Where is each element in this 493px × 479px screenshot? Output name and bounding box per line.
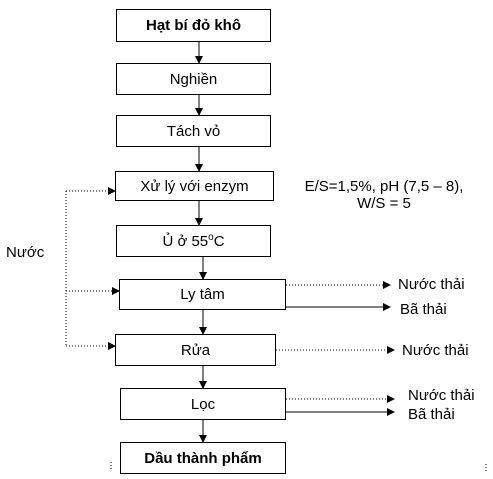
step-xu-ly-enzym: Xử lý với enzym	[115, 171, 274, 201]
condition-line-1: E/S=1,5%, pH (7,5 – 8),	[304, 178, 464, 195]
lytam-residue-output-label: Bã thải	[400, 301, 447, 318]
step-label: Lọc	[190, 395, 216, 413]
step-label: Ly tâm	[180, 286, 225, 303]
lytam-water-output-label: Nước thải	[398, 276, 465, 293]
step-label: Dầu thành phẩm	[144, 449, 262, 467]
step-label: Rửa	[180, 341, 211, 359]
step-nghien: Nghiền	[116, 63, 271, 95]
step-dau-thanh-pham: Dầu thành phẩm	[120, 442, 286, 474]
condition-line-2: W/S = 5	[357, 195, 411, 212]
step-rua: Rửa	[115, 334, 276, 366]
enzym-conditions: E/S=1,5%, pH (7,5 – 8), W/S = 5	[288, 178, 480, 212]
step-label: Xử lý với enzym	[140, 177, 249, 195]
step-ly-tam: Ly tâm	[119, 279, 286, 310]
step-label: Nghiền	[169, 70, 218, 88]
step-label: Ủ ở 55oC	[162, 232, 225, 250]
loc-residue-output-label: Bã thải	[408, 406, 455, 423]
step-label: Tách vỏ	[166, 122, 221, 140]
step-label: Hạt bí đỏ khô	[146, 17, 241, 34]
step-loc: Lọc	[120, 388, 286, 420]
step-tach-vo: Tách vỏ	[116, 115, 271, 147]
input-water-label: Nước	[6, 244, 45, 261]
rua-water-output-label: Nước thải	[402, 342, 469, 359]
step-hat-bi-do-kho: Hạt bí đỏ khô	[116, 9, 271, 42]
loc-water-output-label: Nước thải	[408, 387, 475, 404]
step-u-55: Ủ ở 55oC	[116, 225, 271, 257]
